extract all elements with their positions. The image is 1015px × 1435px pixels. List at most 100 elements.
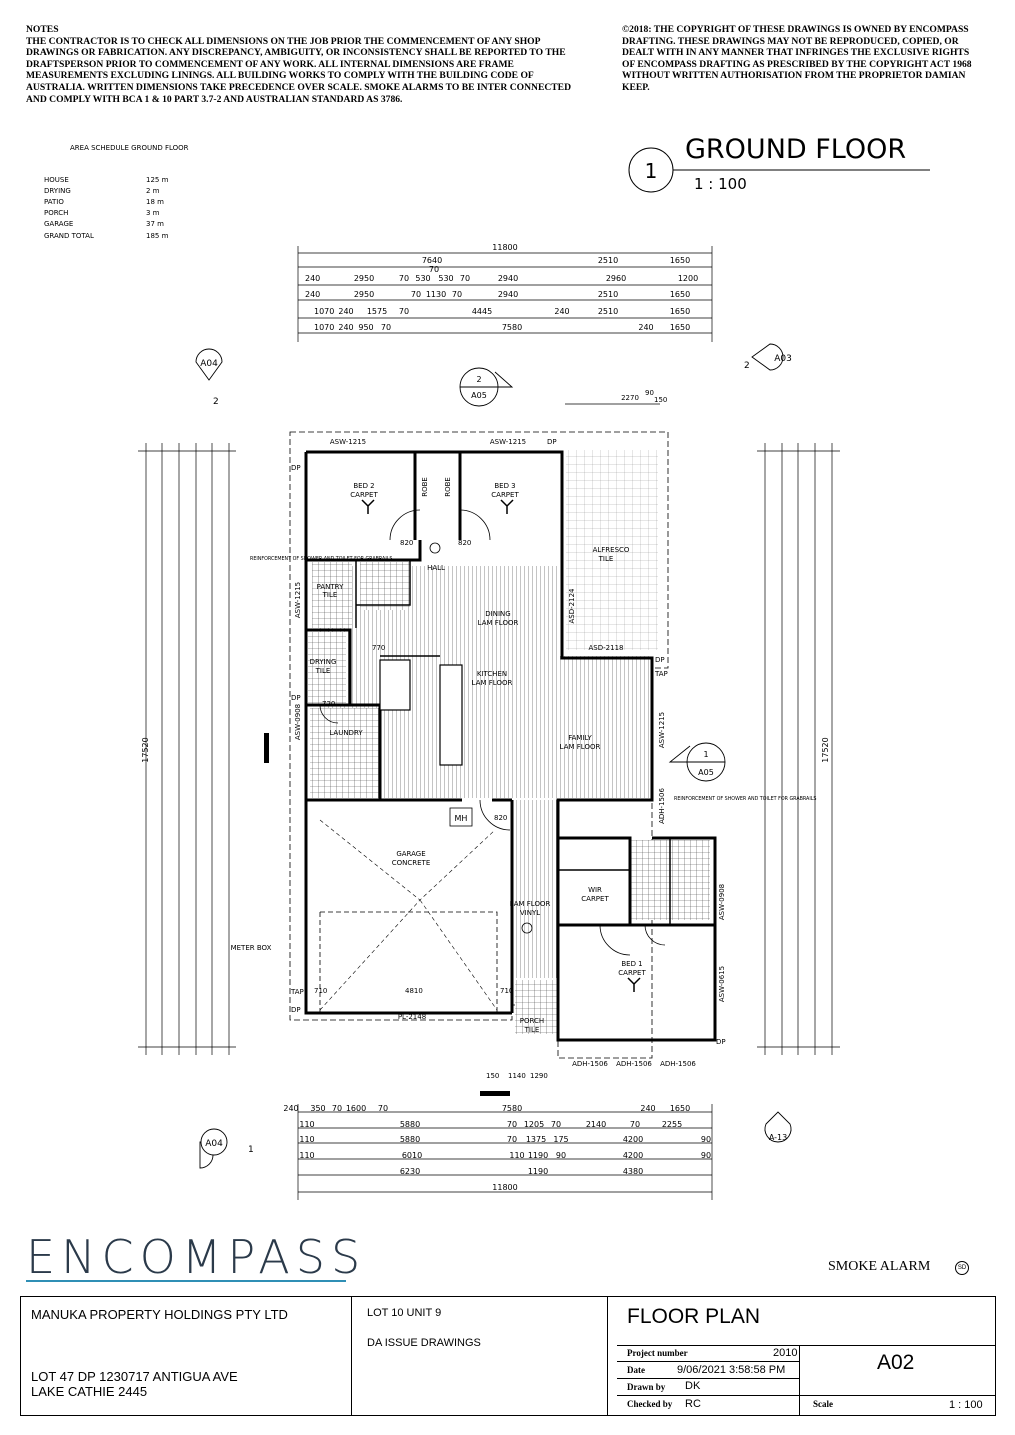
downpipe-label: DP <box>547 438 557 446</box>
dim-text: 2940 <box>498 274 518 283</box>
dim-text: 240 <box>338 323 353 332</box>
room-floor-kitchen: LAM FLOOR <box>472 679 513 687</box>
room-label-laundry: LAUNDRY <box>329 729 363 737</box>
lot-label: LOT 10 UNIT 9 <box>367 1307 442 1319</box>
window-label: ADH-1506 <box>572 1060 608 1068</box>
encompass-logo: ENCOMPASS <box>26 1230 367 1284</box>
dim-text: 110 <box>299 1151 314 1160</box>
smoke-alarm-icon: SD <box>955 1261 969 1275</box>
garage-door-outline <box>319 911 498 1013</box>
svg-text:A03: A03 <box>774 354 792 364</box>
bath-floor-fill <box>312 562 352 628</box>
dim-text: 2255 <box>662 1120 682 1129</box>
dim-text: 1375 <box>526 1135 546 1144</box>
svg-text:A-13: A-13 <box>769 1133 787 1142</box>
room-floor-bed2: CARPET <box>350 491 378 499</box>
dim-text: 110 <box>299 1135 314 1144</box>
dim-text: 1650 <box>670 256 690 265</box>
dim-text: 70 <box>399 274 409 283</box>
kitchen-bench <box>379 659 411 711</box>
issue-label: DA ISSUE DRAWINGS <box>367 1337 481 1349</box>
dim-text: 4810 <box>405 987 423 995</box>
section-marker-a05-right: 1 A05 <box>668 742 726 782</box>
dim-text: 240 <box>638 323 653 332</box>
svg-text:2: 2 <box>213 397 219 407</box>
dim-text: 2950 <box>354 274 374 283</box>
dim-text: 350 <box>310 1104 325 1113</box>
dim-text: 70 <box>429 265 439 274</box>
dim-text: 1140 <box>508 1072 526 1080</box>
smoke-alarm-icon <box>429 542 533 934</box>
dim-text: 770 <box>372 644 385 652</box>
dim-text: 1070 <box>314 323 334 332</box>
room-floor-bed3: CARPET <box>491 491 519 499</box>
floor-plan-drawing: 1 GROUND FLOOR 1 : 100 11800 7640 2510 1… <box>138 134 930 1200</box>
dim-text: 710 <box>500 987 513 995</box>
room-label-drying: DRYING <box>310 658 337 666</box>
dim-text: 2950 <box>354 290 374 299</box>
dim-text: 90 <box>556 1151 566 1160</box>
garage-roof-lines <box>319 819 498 1011</box>
svg-text:1: 1 <box>248 1145 254 1155</box>
room-floor-porch: TILE <box>524 1026 540 1034</box>
door-swings <box>319 509 666 956</box>
dim-text: 70 <box>378 1104 388 1113</box>
opening-labels: ASW-1215 ASW-1215 ASW-1215 ASW-0908 ASW-… <box>290 438 726 1068</box>
dim-top-overall: 11800 <box>492 243 517 252</box>
alfresco-dimension: 2270 90 150 <box>565 389 667 405</box>
dim-text: 70 <box>332 1104 342 1113</box>
dim-text: 7580 <box>502 323 522 332</box>
view-title: 1 GROUND FLOOR 1 : 100 <box>628 134 930 193</box>
dim-text: 90 <box>701 1151 711 1160</box>
dim-text: 70 <box>452 290 462 299</box>
window-label: ADH-1506 <box>616 1060 652 1068</box>
checked-by-label: Checked by <box>627 1399 673 1409</box>
dim-text: 1650 <box>670 307 690 316</box>
dim-text: 175 <box>553 1135 568 1144</box>
title-block: MANUKA PROPERTY HOLDINGS PTY LTD LOT 47 … <box>20 1296 996 1416</box>
sheet-title: FLOOR PLAN <box>627 1305 761 1328</box>
dim-text: 2510 <box>598 256 618 265</box>
room-floor-bed1: CARPET <box>618 969 646 977</box>
room-label-family: FAMILY <box>568 734 592 742</box>
family-floor-fill <box>378 656 650 798</box>
dim-text: 530 <box>415 274 430 283</box>
dim-text: 6010 <box>402 1151 422 1160</box>
room-floor-drying: TILE <box>315 667 331 675</box>
scale-label: Scale <box>813 1399 833 1409</box>
dim-text: 70 <box>381 323 391 332</box>
dim-text: 70 <box>507 1120 517 1129</box>
dim-text: 4200 <box>623 1135 643 1144</box>
dim-text: 150 <box>486 1072 499 1080</box>
downpipe-label: DP <box>291 694 301 702</box>
room-label-pantry: PANTRY <box>317 583 344 591</box>
view-number: 1 <box>645 159 658 183</box>
address-line: LOT 47 DP 1230717 ANTIGUA AVE <box>31 1369 238 1384</box>
dim-text: 110 <box>509 1151 524 1160</box>
laundry-floor-fill <box>310 708 380 798</box>
view-scale: 1 : 100 <box>694 175 747 193</box>
divider <box>617 1395 995 1396</box>
room-label-vinyl: VINYL <box>520 909 540 917</box>
drying-floor-fill <box>308 632 346 704</box>
room-label-dining: DINING <box>485 610 510 618</box>
window-label: ASW-0908 <box>294 704 302 740</box>
window-label: ASW-0908 <box>718 884 726 920</box>
room-floor-garage: CONCRETE <box>392 859 431 867</box>
section-marker-a05-top: 2 A05 <box>459 367 514 407</box>
dim-text: 2940 <box>498 290 518 299</box>
dim-text: 70 <box>551 1120 561 1129</box>
dim-text: 1575 <box>367 307 387 316</box>
right-dimensions: 17520 <box>757 443 840 1055</box>
section-marker-a13: A-13 <box>764 1111 792 1143</box>
room-label-wir: WIR <box>588 886 602 894</box>
room-label-bed1: BED 1 <box>621 960 642 968</box>
dim-text: 4380 <box>623 1167 643 1176</box>
room-label-bed2: BED 2 <box>353 482 374 490</box>
project-number-label: Project number <box>627 1348 688 1358</box>
window-label: ASW-1215 <box>658 712 666 748</box>
